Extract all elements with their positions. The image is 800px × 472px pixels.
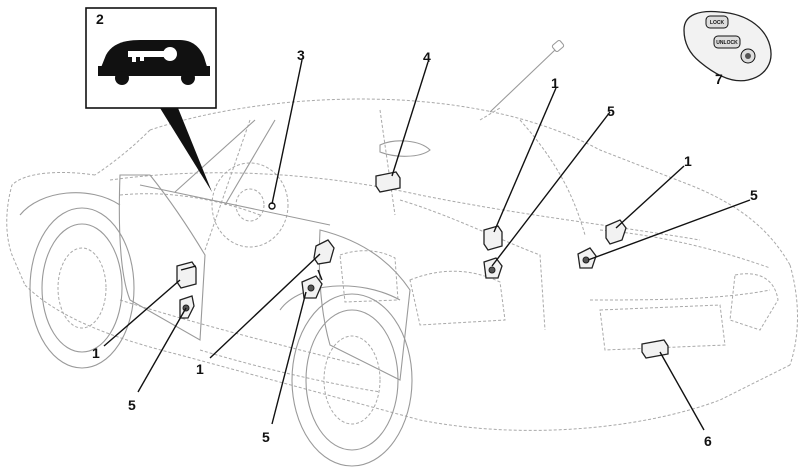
- car-key-icon: [98, 40, 210, 85]
- part-6-trunk: [641, 339, 669, 359]
- callout-5-front-door: 5: [128, 397, 136, 413]
- rear-wheel: [279, 285, 413, 467]
- callout-5-rear-left: 5: [607, 103, 615, 119]
- callout-7: 7: [715, 71, 723, 87]
- lock-button-label: LOCK: [710, 20, 725, 26]
- part-1-front-door: [176, 261, 197, 289]
- callout-1-front-door: 1: [92, 345, 100, 361]
- unlock-button: [713, 35, 741, 49]
- part-1-rear-left: [483, 225, 503, 251]
- callout-3: 3: [297, 47, 305, 63]
- part-5-rear-door: [301, 269, 323, 299]
- part-4-module: [375, 171, 401, 193]
- front-wheel: [19, 192, 135, 369]
- lock-button: [705, 15, 729, 29]
- security-indicator-inset: [85, 7, 217, 192]
- part-5-rear-left: [483, 257, 503, 279]
- part-1-rear-right: [605, 219, 627, 245]
- inset-pointer: [160, 108, 212, 192]
- callout-5-rear-door: 5: [262, 429, 270, 445]
- callout-1-rear-right: 1: [684, 153, 692, 169]
- callout-6: 6: [704, 433, 712, 449]
- callout-4: 4: [423, 49, 431, 65]
- remote-key-fob: LOCK UNLOCK: [683, 10, 772, 82]
- part-1-pillar: [313, 239, 335, 265]
- callout-labels: 2 3 4 1 5 7 1 5 1 5 1 5 6: [92, 11, 758, 449]
- callout-1-rear-left: 1: [551, 75, 559, 91]
- leader-lines: [103, 59, 751, 431]
- unlock-button-label: UNLOCK: [716, 40, 738, 46]
- callout-2: 2: [96, 11, 104, 27]
- part-5-rear-right: [577, 247, 597, 269]
- car-outline: [6, 39, 798, 431]
- callout-1-pillar: 1: [196, 361, 204, 377]
- callout-5-rear-right: 5: [750, 187, 758, 203]
